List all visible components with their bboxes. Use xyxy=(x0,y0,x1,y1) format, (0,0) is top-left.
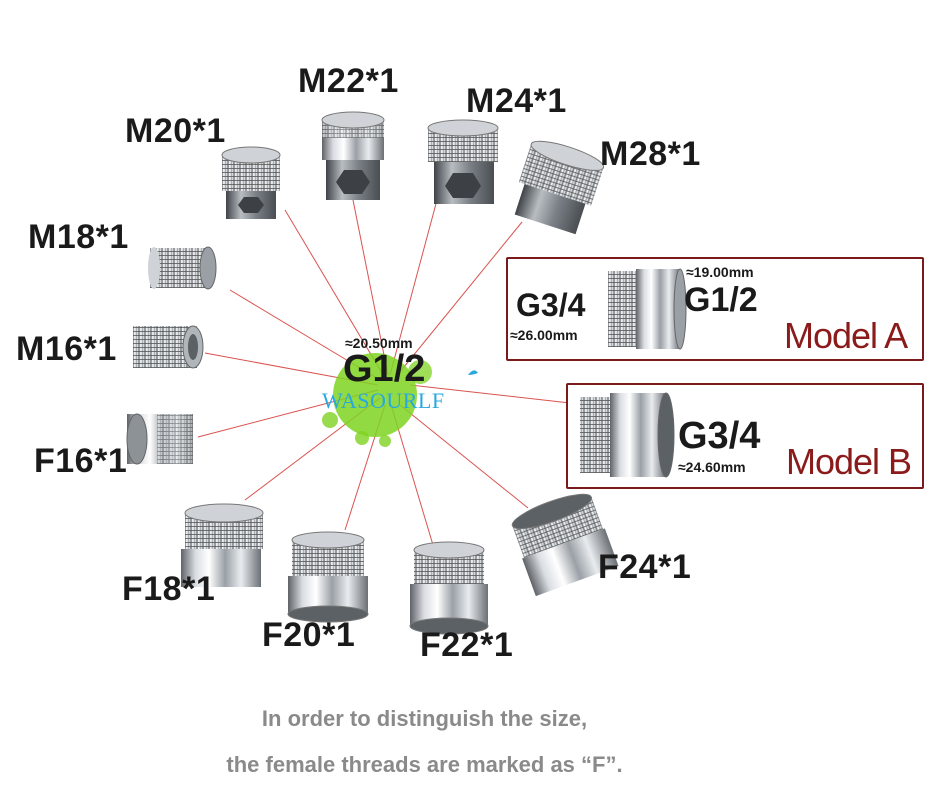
logo-blob xyxy=(333,353,417,437)
fitting-m22 xyxy=(321,111,385,200)
model-a-right-measure: ≈19.00mm xyxy=(686,264,754,280)
label-m22: M22*1 xyxy=(298,62,399,100)
line-model-b xyxy=(409,384,571,404)
model-b-name: Model B xyxy=(786,441,912,482)
model-a-right-thread: G1/2 xyxy=(684,281,758,319)
model-a-left-thread: G3/4 xyxy=(516,287,586,323)
fitting-m18 xyxy=(148,246,217,290)
model-a-name: Model A xyxy=(784,315,908,356)
fitting-f20 xyxy=(287,531,369,623)
fitting-m24 xyxy=(427,119,499,204)
line-m28 xyxy=(394,221,523,379)
fitting-m28 xyxy=(514,140,605,235)
model-a-left-measure: ≈26.00mm xyxy=(510,327,578,343)
model-b-fitting xyxy=(580,392,675,478)
fitting-f22 xyxy=(409,541,489,635)
fitting-m20 xyxy=(221,146,281,219)
label-m24: M24*1 xyxy=(466,82,567,120)
center-thread: G1/2 xyxy=(343,348,426,390)
model-b-thread: G3/4 xyxy=(678,415,761,457)
fitting-f16 xyxy=(126,413,193,465)
caption-line-2: the female threads are marked as “F”. xyxy=(226,752,623,777)
label-m16: M16*1 xyxy=(16,330,117,368)
fitting-f24 xyxy=(511,493,619,597)
line-f22 xyxy=(391,407,434,546)
model-a-box: G3/4 ≈26.00mm ≈19.00mm G1/2 Model A xyxy=(506,257,924,361)
label-f16: F16*1 xyxy=(34,442,128,480)
label-f18: F18*1 xyxy=(122,570,216,608)
model-b-measure: ≈24.60mm xyxy=(678,459,746,475)
label-f24: F24*1 xyxy=(598,548,692,586)
line-m24 xyxy=(389,199,438,376)
label-f22: F22*1 xyxy=(420,626,514,664)
brand-name: WASOURLF xyxy=(322,388,445,413)
model-a-fitting xyxy=(608,268,687,350)
label-m28: M28*1 xyxy=(600,135,701,173)
line-m22 xyxy=(351,194,389,376)
fitting-f18 xyxy=(181,503,264,587)
leaf-icon xyxy=(468,370,478,375)
center-measure: ≈20.50mm xyxy=(345,335,413,351)
caption-line-1: In order to distinguish the size, xyxy=(261,706,588,731)
model-b-box: G3/4 ≈24.60mm Model B xyxy=(566,383,924,489)
label-m20: M20*1 xyxy=(125,112,226,150)
line-m20 xyxy=(284,209,386,379)
label-f20: F20*1 xyxy=(262,616,356,654)
fitting-m16 xyxy=(133,325,204,369)
label-m18: M18*1 xyxy=(28,218,129,256)
line-f24 xyxy=(399,404,529,509)
